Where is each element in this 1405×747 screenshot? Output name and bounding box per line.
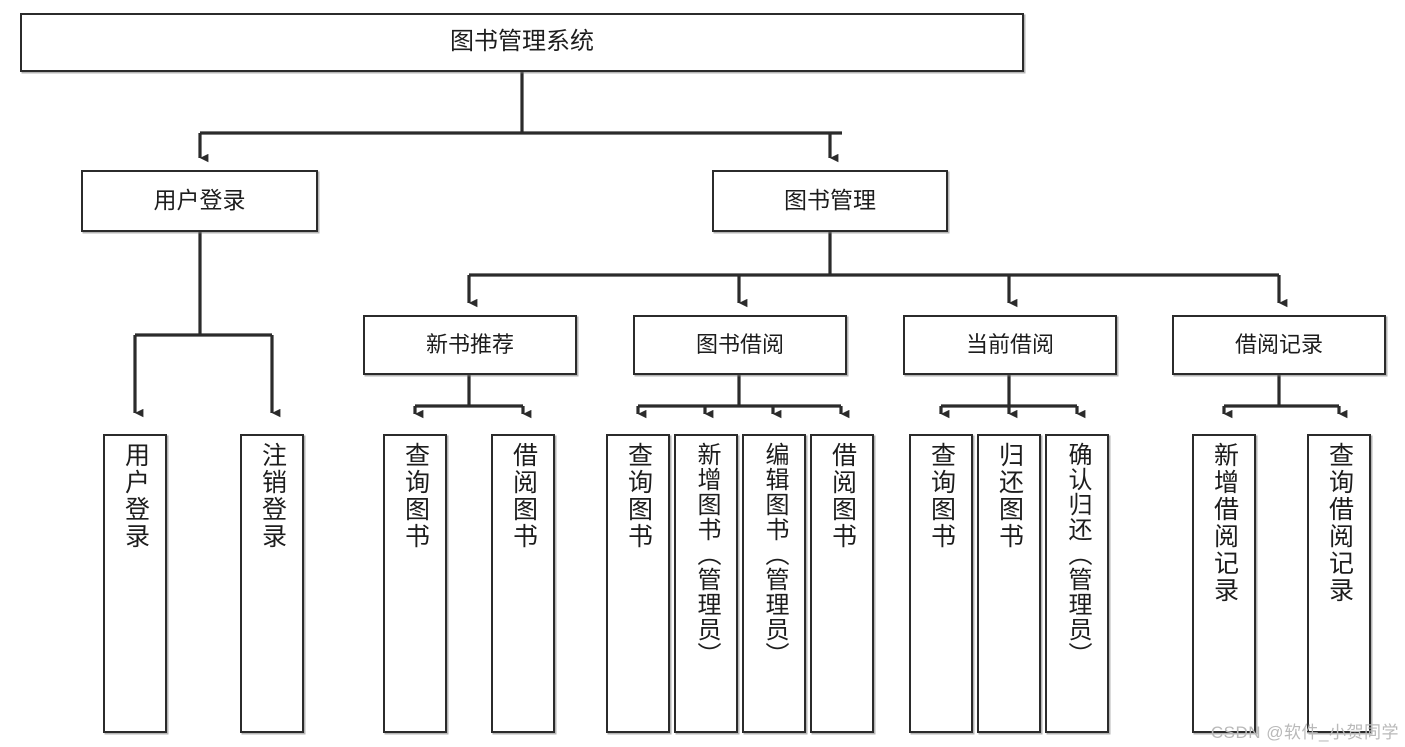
node-new-book-recommend-label: 新书推荐	[425, 331, 514, 357]
node-leaf-label: 查询图书	[624, 442, 653, 550]
node-root[interactable]: 图书管理系统	[20, 13, 1024, 72]
node-leaf-borrow-edit-book-admin[interactable]: 编辑图书（管理员）	[742, 434, 806, 733]
node-leaf-user-login-signin[interactable]: 用户登录	[103, 434, 167, 733]
node-user-login-label: 用户登录	[153, 187, 246, 214]
node-user-login[interactable]: 用户登录	[81, 170, 318, 232]
node-leaf-recommend-borrow-book[interactable]: 借阅图书	[491, 434, 555, 733]
node-leaf-records-query-record[interactable]: 查询借阅记录	[1307, 434, 1371, 733]
node-leaf-borrow-borrow-book[interactable]: 借阅图书	[810, 434, 874, 733]
node-leaf-label: 新增图书（管理员）	[693, 442, 720, 667]
node-leaf-current-return-book[interactable]: 归还图书	[977, 434, 1041, 733]
node-leaf-current-query-book[interactable]: 查询图书	[909, 434, 973, 733]
node-book-management[interactable]: 图书管理	[712, 170, 948, 232]
node-new-book-recommend[interactable]: 新书推荐	[363, 315, 577, 375]
node-leaf-label: 编辑图书（管理员）	[761, 442, 788, 667]
node-leaf-label: 新增借阅记录	[1210, 442, 1239, 604]
node-leaf-label: 查询借阅记录	[1325, 442, 1354, 604]
node-leaf-label: 归还图书	[995, 442, 1024, 550]
node-leaf-label: 借阅图书	[509, 442, 538, 550]
node-root-label: 图书管理系统	[450, 28, 594, 56]
node-leaf-borrow-query-book[interactable]: 查询图书	[606, 434, 670, 733]
node-book-management-label: 图书管理	[784, 187, 876, 214]
node-book-borrow[interactable]: 图书借阅	[633, 315, 847, 375]
node-leaf-recommend-query-book[interactable]: 查询图书	[383, 434, 447, 733]
node-borrow-records[interactable]: 借阅记录	[1172, 315, 1386, 375]
node-leaf-label: 用户登录	[121, 442, 150, 550]
node-leaf-label: 借阅图书	[828, 442, 857, 550]
node-leaf-user-login-signout[interactable]: 注销登录	[240, 434, 304, 733]
node-leaf-label: 查询图书	[401, 442, 430, 550]
node-leaf-label: 注销登录	[258, 442, 287, 550]
node-leaf-records-add-record[interactable]: 新增借阅记录	[1192, 434, 1256, 733]
node-leaf-label: 确认归还（管理员）	[1064, 442, 1091, 667]
node-borrow-records-label: 借阅记录	[1234, 331, 1323, 357]
node-book-borrow-label: 图书借阅	[695, 331, 784, 357]
node-current-borrow[interactable]: 当前借阅	[903, 315, 1117, 375]
node-leaf-label: 查询图书	[927, 442, 956, 550]
node-leaf-borrow-add-book-admin[interactable]: 新增图书（管理员）	[674, 434, 738, 733]
node-current-borrow-label: 当前借阅	[965, 331, 1054, 357]
watermark-text: CSDN @软件_小贺同学	[1210, 723, 1399, 742]
node-leaf-current-confirm-return-admin[interactable]: 确认归还（管理员）	[1045, 434, 1109, 733]
